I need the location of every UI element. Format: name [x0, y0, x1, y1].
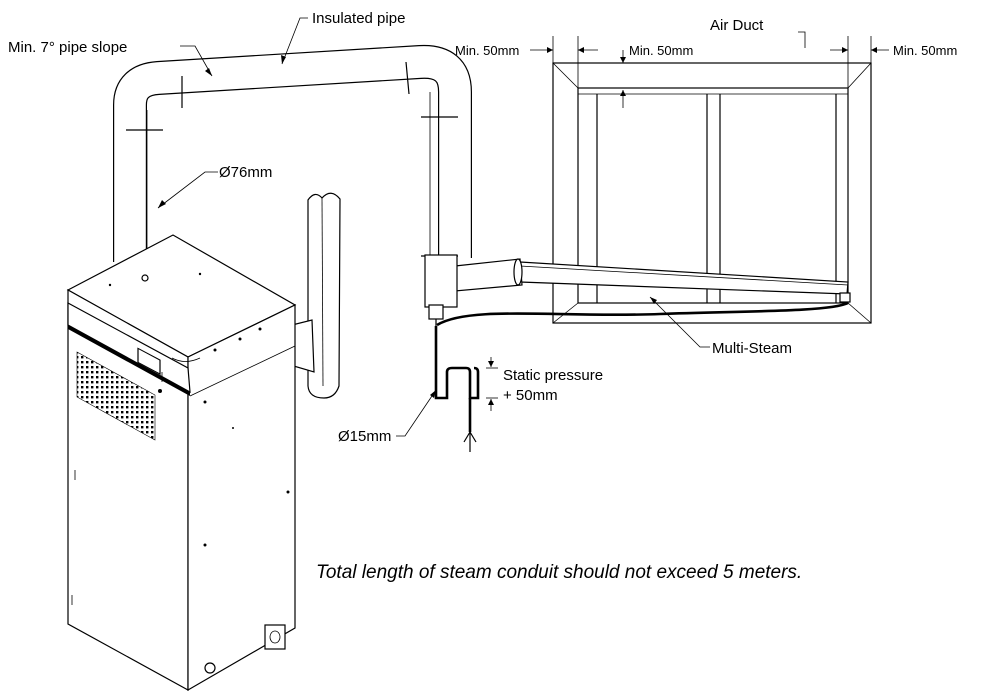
insulated-pipe [113, 44, 472, 326]
label-dia-15: Ø15mm [338, 428, 391, 445]
condensate-hose [434, 301, 849, 452]
leader-lines [157, 17, 710, 437]
duct-dimensions [530, 31, 889, 108]
installation-note: Total length of steam conduit should not… [316, 562, 802, 583]
label-multi-steam: Multi-Steam [712, 340, 792, 357]
unit-side [187, 304, 296, 692]
label-static-pressure: Static pressure [503, 367, 603, 384]
label-air-duct: Air Duct [710, 17, 764, 34]
pipe-connector-block [424, 254, 458, 308]
label-min-pipe-slope: Min. 7° pipe slope [8, 39, 127, 56]
label-min-50-left: Min. 50mm [455, 43, 519, 58]
label-min-50-right: Min. 50mm [893, 43, 957, 58]
drain-port [204, 662, 216, 674]
vent-grille [76, 351, 156, 441]
distributor-connector [454, 258, 523, 292]
label-min-50-top: Min. 50mm [629, 43, 693, 58]
label-dia-76: Ø76mm [219, 164, 272, 181]
label-static-pressure-plus: + 50mm [503, 387, 558, 404]
side-panel-socket [264, 624, 286, 650]
air-duct-inner-frame [577, 87, 849, 304]
humidifier-unit [66, 234, 297, 692]
label-insulated-pipe: Insulated pipe [312, 10, 405, 27]
